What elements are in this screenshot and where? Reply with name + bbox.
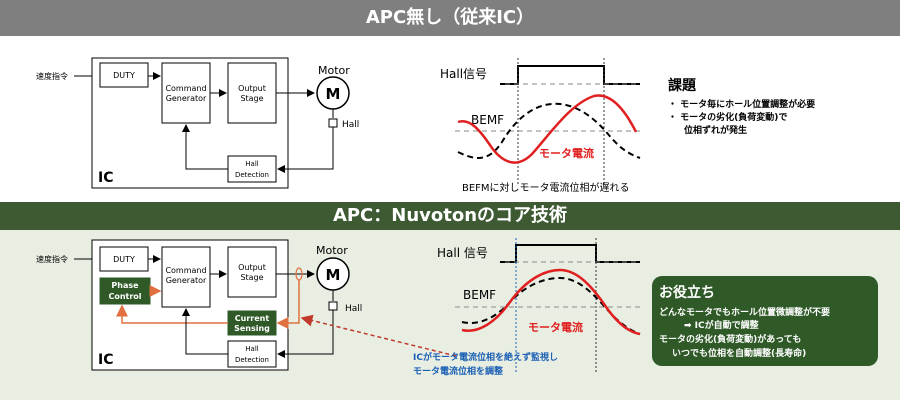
current-sensing-block — [227, 310, 277, 336]
bottom-hall-label: Hall — [345, 304, 362, 314]
top-hall-label: Hall — [342, 120, 359, 130]
top-current-curve — [457, 94, 638, 164]
benefit-title: お役立ち — [659, 284, 715, 301]
issue-line-1: ・ モータ毎にホール位置調整が必要 — [668, 98, 815, 110]
bottom-hd-l2: Detection — [235, 356, 269, 364]
bottom-hall-sensor — [328, 301, 338, 311]
bottom-wave-bemf-label: BEMF — [463, 288, 496, 302]
top-wave-bemf-label: BEMF — [471, 113, 504, 127]
benefit-line-2: ➡ ICが自動で調整 — [684, 319, 759, 331]
top-ic-label: IC — [98, 170, 113, 186]
top-waveforms: Hall信号 BEMF モータ電流 BEFMに対しモータ電流位相が遅れる — [440, 58, 641, 194]
top-input-label: 速度指令 — [36, 71, 68, 81]
bottom-motor-symbol: M — [326, 266, 341, 284]
benefit-box: お役立ち どんなモータでもホール位置微調整が不要 ➡ ICが自動で調整 モータの… — [652, 276, 878, 366]
bottom-duty-block — [99, 246, 149, 272]
bottom-waveforms: Hall 信号 BEMF モータ電流 — [437, 238, 641, 372]
bottom-hall-signal — [500, 244, 640, 263]
bottom-out-l2: Stage — [240, 273, 263, 282]
top-duty-block — [99, 62, 149, 88]
bottom-ic-label: IC — [98, 352, 113, 368]
benefit-line-4: いつでも位相を自動調整(長寿命) — [672, 347, 806, 359]
bottom-motor-label: Motor — [316, 244, 348, 257]
issue-line-2: ・ モータの劣化(負荷変動)で — [668, 111, 787, 123]
bottom-hall-detection — [227, 340, 277, 368]
header-bottom: APC：Nuvotonのコア技術 — [0, 202, 900, 230]
top-out-l1: Output — [238, 84, 266, 93]
bottom-current-curve — [461, 268, 641, 336]
top-out-l2: Stage — [240, 94, 263, 103]
cs-l2: Sensing — [234, 324, 270, 333]
bottom-input-label: 速度指令 — [36, 254, 68, 264]
top-hall-detection — [227, 155, 277, 183]
top-hall-sensor — [328, 118, 338, 128]
top-motor-symbol: M — [326, 85, 341, 103]
annot-line-1: ICがモータ電流位相を絶えず監視し — [413, 351, 558, 363]
header-top: APC無し（従来IC） — [0, 0, 900, 36]
bottom-hd-l1: Hall — [245, 345, 258, 353]
top-motor-label: Motor — [318, 64, 350, 77]
issue-line-3: 位相ずれが発生 — [684, 124, 747, 136]
bottom-cmd-l2: Generator — [166, 276, 207, 285]
top-wave-caption: BEFMに対しモータ電流位相が遅れる — [462, 181, 630, 194]
bottom-wave-hall-label: Hall 信号 — [437, 246, 488, 260]
top-hd-l1: Hall — [245, 160, 258, 168]
top-issue-notes: 課題 ・ モータ毎にホール位置調整が必要 ・ モータの劣化(負荷変動)で 位相ず… — [668, 77, 815, 136]
top-wave-hall-label: Hall信号 — [440, 67, 487, 81]
top-block-diagram: 速度指令 DUTY Command Generator Output Stage… — [36, 57, 359, 189]
top-hd-l2: Detection — [235, 171, 269, 179]
bottom-duty-text: DUTY — [113, 255, 135, 264]
bottom-output-stage — [227, 246, 277, 298]
top-command-generator — [161, 62, 211, 124]
bottom-block-diagram: 速度指令 DUTY Phase Control Command Generato… — [36, 239, 558, 377]
issue-title: 課題 — [668, 77, 697, 94]
annotation-arrow — [300, 314, 457, 357]
phase-l2: Control — [108, 292, 141, 301]
benefit-line-3: モータの劣化(負荷変動)があっても — [659, 333, 801, 345]
benefit-line-1: どんなモータでもホール位置微調整が不要 — [659, 306, 830, 318]
bottom-command-generator — [161, 246, 211, 308]
top-duty-text: DUTY — [113, 71, 135, 80]
bottom-out-l1: Output — [238, 263, 266, 272]
top-bemf-curve — [457, 102, 641, 159]
cs-l1: Current — [235, 314, 270, 323]
top-hall-signal — [500, 65, 640, 85]
top-output-stage — [227, 62, 277, 124]
top-cmd-l2: Generator — [166, 94, 207, 103]
annot-line-2: モータ電流位相を調整 — [413, 365, 503, 377]
top-wave-current-label: モータ電流 — [539, 146, 594, 160]
phase-control-block — [99, 277, 151, 305]
bottom-wave-current-label: モータ電流 — [528, 320, 583, 334]
phase-l1: Phase — [111, 281, 139, 290]
bottom-cmd-l1: Command — [165, 266, 206, 275]
benefit-box-bg — [652, 276, 878, 366]
top-cmd-l1: Command — [165, 84, 206, 93]
